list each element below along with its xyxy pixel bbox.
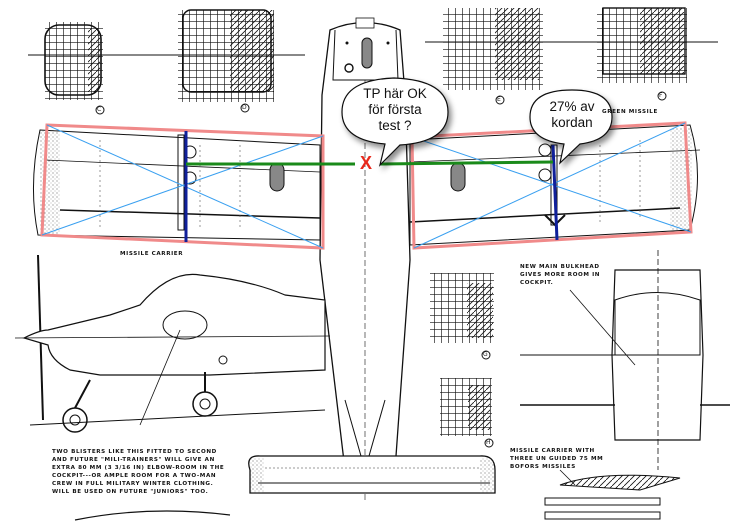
cg-marker: X: [360, 153, 373, 173]
section-label-d: D: [242, 104, 247, 111]
section-f: [580, 7, 718, 101]
section-g: [430, 273, 494, 360]
cockpit-plan: [520, 250, 730, 470]
bubble-tp-label: TP här OK för första test ?: [363, 86, 427, 133]
note-bulkhead: NEW MAIN BULKHEAD GIVES MORE ROOM IN COC…: [520, 264, 601, 286]
note-blisters: TWO BLISTERS LIKE THIS FITTED TO SECOND …: [52, 449, 225, 495]
section-label-h: H: [486, 439, 491, 446]
side-view-aircraft: [14, 254, 331, 433]
section-label-c: C: [97, 106, 102, 113]
missile-carrier-drawing: [544, 469, 681, 520]
right-spar-line: [551, 144, 559, 241]
right-chord-line: [379, 160, 554, 166]
bubble-chord-text: 27% av kordan: [532, 99, 612, 131]
note-green-missile: GREEN MISSILE: [602, 109, 658, 115]
section-e: [425, 8, 580, 105]
note-missile-carrier: MISSILE CARRIER: [120, 251, 184, 257]
section-d: [150, 9, 305, 113]
speech-bubble-tp: [341, 77, 449, 167]
section-label-f: F: [659, 92, 663, 99]
bubble-chord-label: 27% av kordan: [549, 99, 595, 130]
note-missile-carrier-with: MISSILE CARRIER WITH THREE UN GUIDED 75 …: [510, 448, 604, 470]
right-diagonal-2: [413, 122, 686, 249]
bubble-tp-text: TP här OK för första test ?: [345, 86, 445, 134]
section-label-g: G: [483, 351, 488, 358]
section-c: [28, 22, 180, 115]
left-diagonal-2: [41, 135, 324, 236]
speech-bubble-chord: [529, 89, 613, 165]
left-wing: [32, 129, 321, 241]
horizontal-tail: [248, 455, 496, 494]
section-label-e: E: [497, 96, 501, 103]
bottom-wing-profile: [74, 510, 231, 521]
section-h: [440, 378, 494, 448]
